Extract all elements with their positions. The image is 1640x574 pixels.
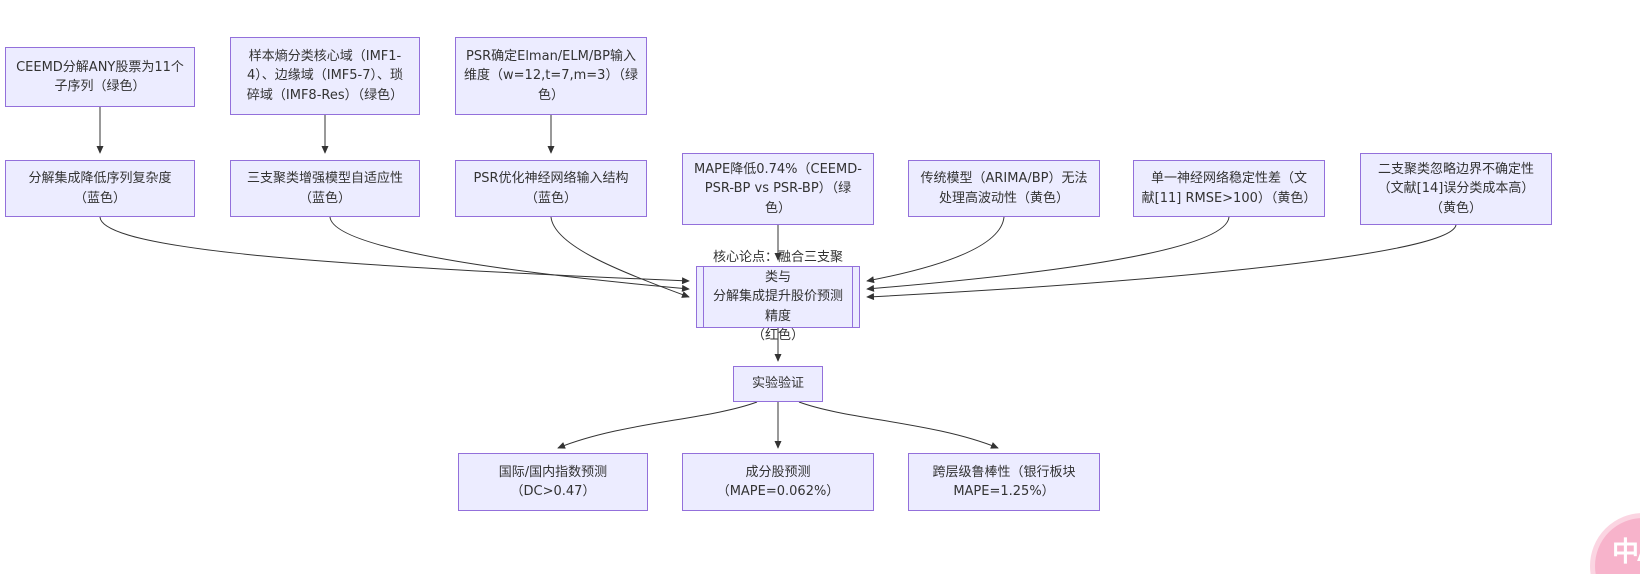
edge-L-O: [798, 401, 999, 449]
edge-H-K: [866, 216, 1005, 284]
node-psr-input-dimension: PSR确定Elman/ELM/BP输入 维度（w=12,t=7,m=3）（绿 色…: [455, 37, 647, 115]
node-cross-level-robustness: 跨层级鲁棒性（银行板块 MAPE=1.25%）: [908, 453, 1100, 511]
edge-E-K: [329, 216, 690, 292]
node-decomposition-reduces-complexity: 分解集成降低序列复杂度 （蓝色）: [5, 160, 195, 217]
node-index-prediction: 国际/国内指数预测 （DC>0.47）: [458, 453, 648, 511]
node-psr-optimizes-input: PSR优化神经网络输入结构 （蓝色）: [455, 160, 647, 217]
edge-I-K: [866, 216, 1230, 292]
node-two-way-clustering-limitation: 二支聚类忽略边界不确定性 （文献[14]误分类成本高） （黄色）: [1360, 153, 1552, 225]
node-core-thesis: 核心论点：融合三支聚类与 分解集成提升股价预测精度 （红色）: [696, 250, 860, 343]
edge-F-K: [550, 216, 690, 298]
node-traditional-model-limitation: 传统模型（ARIMA/BP）无法 处理高波动性（黄色）: [908, 160, 1100, 217]
translate-badge-icon: 中A: [1612, 537, 1640, 568]
node-sample-entropy-domains: 样本熵分类核心域（IMF1- 4）、边缘域（IMF5-7）、琐 碎域（IMF8-…: [230, 37, 420, 115]
node-three-way-clustering-adaptivity: 三支聚类增强模型自适应性 （蓝色）: [230, 160, 420, 217]
node-experimental-validation: 实验验证: [733, 366, 823, 402]
edge-L-M: [557, 401, 758, 449]
edge-J-K: [866, 224, 1457, 301]
node-mape-reduction: MAPE降低0.74%（CEEMD- PSR-BP vs PSR-BP）（绿 色…: [682, 153, 874, 225]
node-single-nn-instability: 单一神经网络稳定性差（文 献[11] RMSE>100）（黄色）: [1133, 160, 1325, 217]
node-ceemd-decompose: CEEMD分解ANY股票为11个 子序列（绿色）: [5, 47, 195, 107]
node-constituent-stock-prediction: 成分股预测 （MAPE=0.062%）: [682, 453, 874, 511]
